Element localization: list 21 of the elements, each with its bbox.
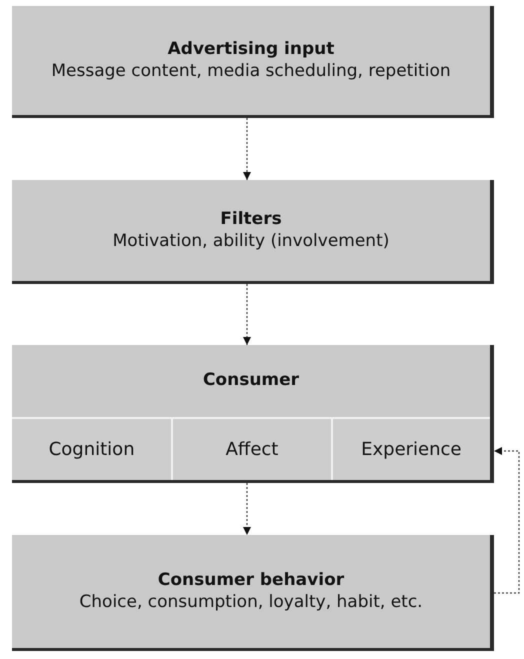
process-box (12, 535, 494, 651)
box-description: Choice, consumption, loyalty, habit, etc. (78, 591, 424, 614)
cell-label: Affect (226, 439, 278, 460)
arrow (494, 447, 520, 594)
component-cell (12, 417, 172, 480)
box-description: Motivation, ability (involvement) (112, 230, 390, 252)
arrow (243, 118, 251, 180)
box-heading: Filters (220, 208, 282, 230)
process-box (12, 180, 494, 284)
component-cell (171, 417, 331, 480)
box-description: Message content, media scheduling, repetition (50, 60, 452, 82)
arrow (243, 483, 251, 535)
process-box (12, 6, 494, 118)
process-box (12, 345, 494, 483)
box-heading: Consumer (202, 370, 300, 392)
cell-label: Experience (361, 439, 462, 460)
cell-label: Cognition (48, 439, 135, 460)
box-heading: Advertising input (168, 38, 334, 60)
component-cell (330, 417, 490, 480)
box-heading: Consumer behavior (158, 570, 344, 592)
arrow (243, 284, 251, 345)
